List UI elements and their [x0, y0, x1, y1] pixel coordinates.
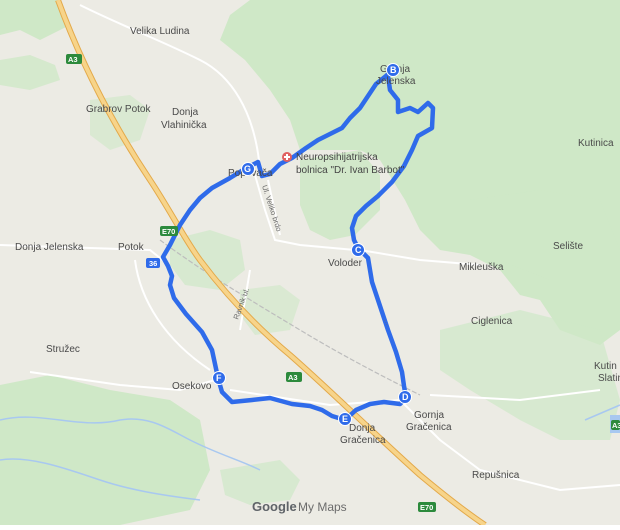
badge-e70-mid-label: E70: [162, 227, 175, 236]
route-path[interactable]: [160, 67, 436, 423]
place-mikleuska: Mikleuška: [459, 262, 504, 273]
route-marker-g-label: G: [244, 164, 251, 174]
badge-r36-label: 36: [149, 259, 157, 268]
place-ciglenica: Ciglenica: [471, 316, 513, 327]
badge-a3-right: A3: [611, 420, 620, 430]
place-gornja-gracenica-1: Gornja: [414, 410, 444, 421]
place-voloder: Voloder: [328, 258, 363, 269]
badge-e70-bottom: E70: [418, 502, 436, 512]
badge-a3-top: A3: [66, 54, 82, 64]
road-badges: A3 E70 36 A3 E70 A3: [66, 54, 620, 512]
place-osekovo: Osekovo: [172, 381, 212, 392]
highway-a3: [55, 0, 487, 528]
route-marker-e[interactable]: E: [338, 412, 352, 426]
hospital-cross-h: [284, 156, 290, 158]
place-velika-ludina: Velika Ludina: [130, 26, 190, 37]
badge-e70-bottom-label: E70: [420, 503, 433, 512]
place-donja-gracenica-1: Donja: [349, 423, 376, 434]
badge-r36: 36: [146, 258, 160, 268]
hospital-label-line1: Neuropsihijatrijska: [296, 152, 378, 163]
route-marker-f-label: F: [216, 373, 222, 383]
route-marker-g[interactable]: G: [241, 162, 255, 176]
railway: [159, 239, 421, 396]
route-marker-d[interactable]: D: [398, 390, 412, 404]
place-gornja-jelenska-2: Jelenska: [376, 76, 416, 87]
place-donja-vlahinicka-1: Donja: [172, 107, 199, 118]
place-struzec: Stružec: [46, 344, 80, 355]
badge-a3-bottom: A3: [286, 372, 302, 382]
place-kutinica: Kutinica: [578, 138, 614, 149]
my-maps-label: My Maps: [298, 500, 347, 514]
badge-a3-bottom-label: A3: [288, 373, 298, 382]
hospital-label-line2: bolnica "Dr. Ivan Barbot": [296, 165, 405, 176]
route-marker-b[interactable]: B: [386, 63, 400, 77]
place-kutina-1: Kutin: [594, 361, 617, 372]
route-marker-b-label: B: [390, 65, 397, 75]
badge-a3-top-label: A3: [68, 55, 78, 64]
place-seliste: Selište: [553, 241, 583, 252]
attribution: Google My Maps: [252, 499, 347, 514]
route-marker-c-label: C: [355, 245, 362, 255]
route-marker-c[interactable]: C: [351, 243, 365, 257]
route-marker-d-label: D: [402, 392, 409, 402]
route-marker-e-label: E: [342, 414, 348, 424]
route-markers[interactable]: B C D E F G: [212, 63, 412, 426]
place-donja-vlahinicka-2: Vlahinička: [161, 120, 207, 131]
place-donja-gracenica-2: Gračenica: [340, 435, 386, 446]
rivers: [0, 404, 620, 501]
street-road-unnamed: ...: [382, 317, 393, 327]
badge-e70-mid: E70: [160, 226, 178, 236]
place-donja-jelenska: Donja Jelenska: [15, 242, 84, 253]
place-repusnica: Repušnica: [472, 470, 520, 481]
place-potok: Potok: [118, 242, 145, 253]
place-gornja-gracenica-2: Gračenica: [406, 422, 452, 433]
place-kutina-2: Slatin: [598, 373, 620, 384]
place-grabrov-potok: Grabrov Potok: [86, 104, 151, 115]
hospital-poi[interactable]: Neuropsihijatrijska bolnica "Dr. Ivan Ba…: [282, 152, 405, 176]
google-logo: Google: [252, 499, 297, 514]
badge-a3-right-label: A3: [612, 421, 620, 430]
route-marker-f[interactable]: F: [212, 371, 226, 385]
